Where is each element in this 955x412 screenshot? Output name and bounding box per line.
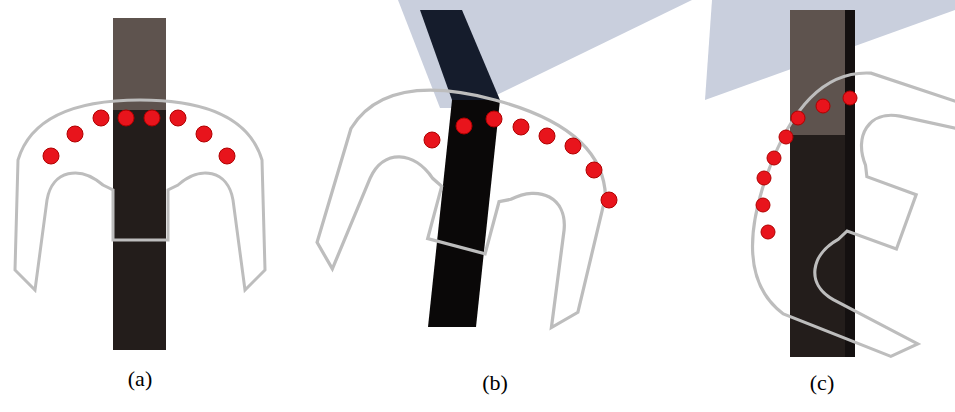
gripper-outline — [15, 100, 265, 290]
pole-lower — [428, 100, 500, 327]
panel-label: (b) — [482, 370, 508, 396]
pole-upper — [113, 18, 166, 110]
contact-dots — [43, 110, 235, 164]
panel-b — [311, 10, 625, 333]
panel-label: (a) — [128, 366, 152, 392]
contact-dots — [756, 91, 857, 239]
panel-a — [15, 18, 265, 350]
panel-label: (c) — [810, 370, 834, 396]
panel-c — [723, 10, 955, 364]
gripper-outline — [311, 65, 625, 333]
gripper-outline — [723, 49, 955, 364]
pole-lower — [113, 110, 166, 350]
pole-upper — [420, 10, 500, 100]
contact-dots — [424, 111, 617, 208]
